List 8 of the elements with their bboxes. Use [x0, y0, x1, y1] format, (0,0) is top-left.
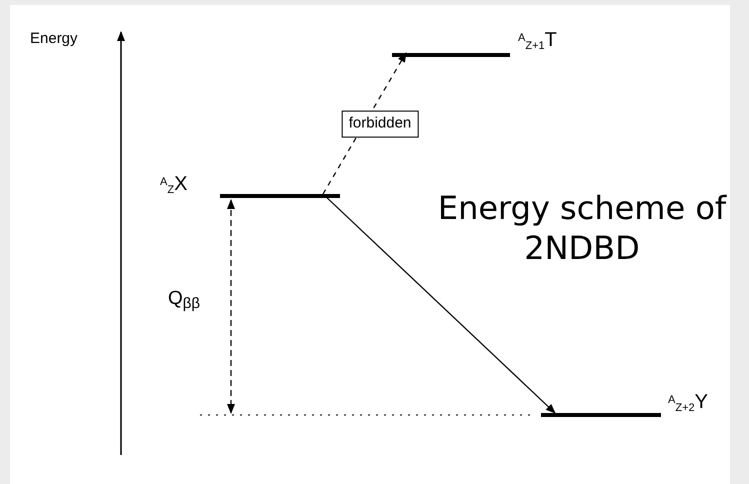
arrow: [322, 194, 556, 414]
dimension-label: Q$_{ββ}$: [168, 287, 200, 314]
edge-label: forbidden: [342, 110, 418, 138]
energy-level-bar: [220, 194, 340, 198]
axis-label: Energy: [30, 29, 78, 49]
title: Energy scheme of 2NDBD: [436, 188, 728, 268]
energy-level-bar: [392, 53, 510, 57]
energy-level-bar: [541, 413, 661, 417]
